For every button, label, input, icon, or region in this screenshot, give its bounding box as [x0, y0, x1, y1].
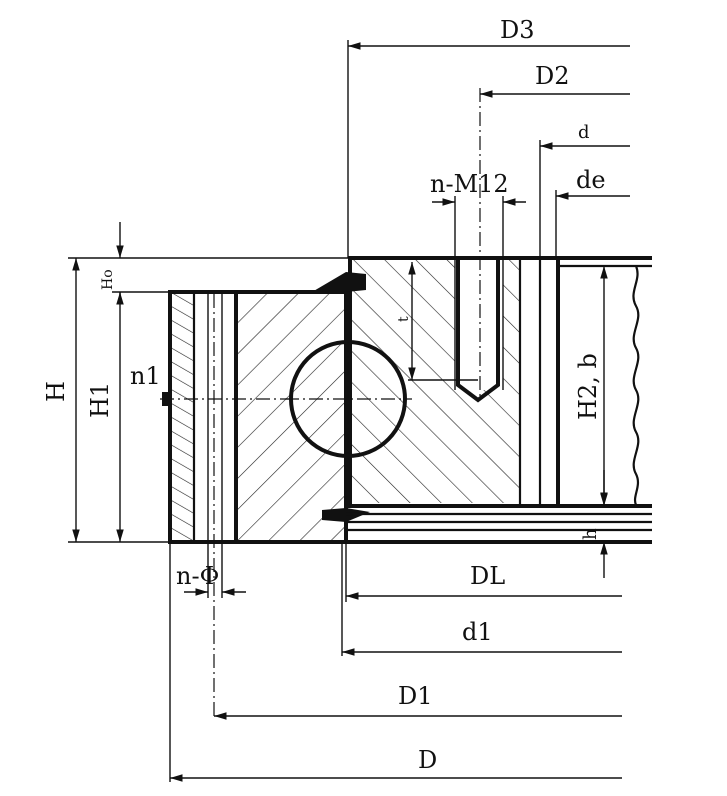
upper-seal — [312, 272, 366, 292]
label-n1: n1 — [130, 362, 161, 390]
label-D3: D3 — [500, 16, 535, 44]
label-d: d — [578, 122, 590, 143]
label-de: de — [576, 166, 606, 194]
label-Ho: Ho — [100, 269, 116, 290]
label-t: t — [396, 316, 412, 322]
break-line — [632, 265, 640, 506]
label-H: H — [42, 381, 70, 402]
threaded-hole — [456, 260, 500, 403]
label-d1: d1 — [462, 618, 493, 646]
label-H2-b: H2, b — [574, 353, 602, 420]
label-n-Phi: n-Φ — [176, 562, 219, 590]
inner-ring-section — [348, 256, 560, 508]
label-DL: DL — [470, 562, 505, 590]
label-D2: D2 — [535, 62, 570, 90]
outer-ring-section — [168, 290, 348, 544]
label-H1: H1 — [86, 382, 114, 418]
label-D: D — [418, 746, 437, 774]
label-D1: D1 — [398, 682, 433, 710]
label-n-M12: n-M12 — [430, 170, 509, 198]
label-h: h — [580, 528, 601, 540]
threaded-hole-area — [455, 260, 503, 390]
